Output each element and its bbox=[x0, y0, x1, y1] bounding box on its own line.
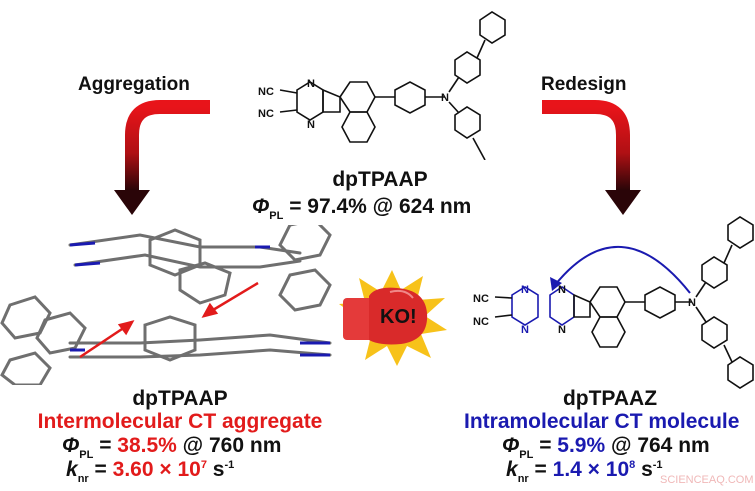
starburst-icon bbox=[339, 270, 447, 366]
svg-text:N: N bbox=[441, 92, 449, 104]
dptpaaz-structure-icon: NC NC N N N N N bbox=[473, 216, 754, 389]
right-plqy: ΦPL = 5.9% @ 764 nm bbox=[502, 434, 710, 461]
ko-glove-badge: KO! bbox=[335, 268, 450, 368]
watermark: SCIENCEAQ.COM bbox=[660, 474, 754, 486]
svg-text:N: N bbox=[521, 324, 529, 336]
glove-cuff-icon bbox=[343, 298, 373, 340]
svg-text:NC: NC bbox=[258, 86, 274, 98]
svg-text:N: N bbox=[558, 284, 566, 296]
left-knr: knr = 3.60 × 107 s-1 bbox=[66, 458, 235, 485]
dptpaap-structure-icon: NC NC N N N bbox=[258, 11, 506, 160]
left-molecule-name: dpTPAAP bbox=[132, 387, 228, 410]
right-knr: knr = 1.4 × 108 s-1 bbox=[506, 458, 663, 485]
aggregation-label: Aggregation bbox=[78, 74, 190, 95]
svg-text:N: N bbox=[688, 297, 696, 309]
svg-text:NC: NC bbox=[258, 108, 274, 120]
left-description: Intermolecular CT aggregate bbox=[37, 410, 323, 433]
svg-text:N: N bbox=[558, 324, 566, 336]
redesign-arrow-icon bbox=[542, 100, 641, 215]
right-description: Intramolecular CT molecule bbox=[464, 410, 740, 433]
top-molecule-plqy: ΦPL = 97.4% @ 624 nm bbox=[252, 195, 472, 222]
crystal-packing-illustration bbox=[0, 225, 332, 385]
ko-text: KO! bbox=[380, 306, 417, 328]
svg-text:NC: NC bbox=[473, 293, 489, 305]
svg-text:N: N bbox=[307, 119, 315, 131]
aggregation-arrow-icon bbox=[114, 100, 210, 215]
top-molecule-name: dpTPAAP bbox=[332, 168, 428, 191]
svg-text:NC: NC bbox=[473, 316, 489, 328]
svg-text:N: N bbox=[521, 284, 529, 296]
right-molecule-name: dpTPAAZ bbox=[562, 387, 658, 410]
ct-arrow-icon bbox=[554, 246, 691, 294]
left-plqy: ΦPL = 38.5% @ 760 nm bbox=[62, 434, 282, 461]
redesign-label: Redesign bbox=[541, 74, 627, 95]
svg-text:N: N bbox=[307, 78, 315, 90]
